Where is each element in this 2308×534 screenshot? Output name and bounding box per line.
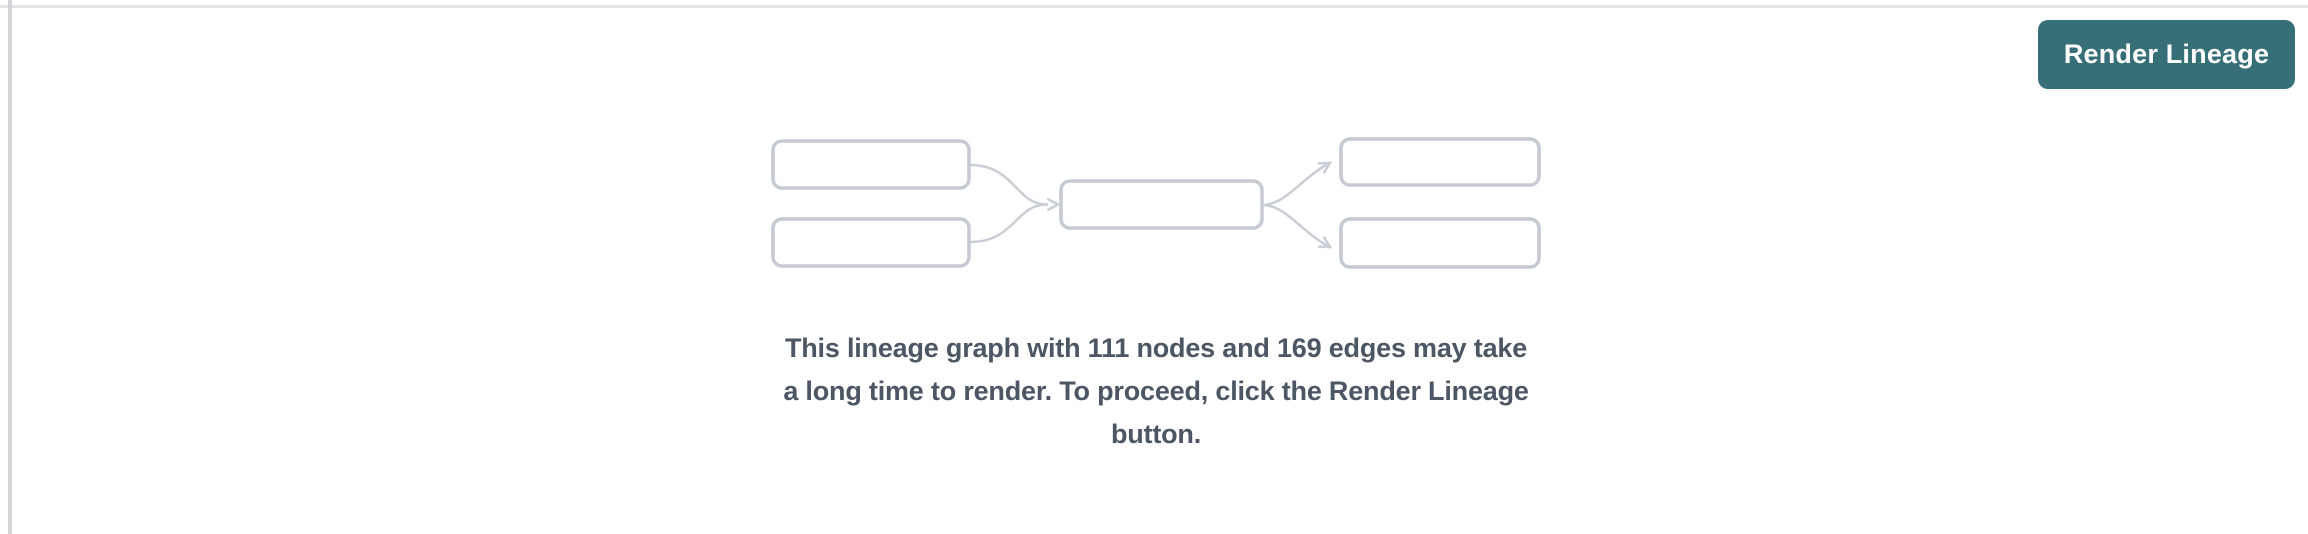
arrowhead-into-bottom-right [1317,236,1333,249]
top-divider [0,5,2308,8]
placeholder-node-top-right [1339,137,1541,187]
placeholder-node-bottom-right [1339,217,1541,269]
edge-center-to-bottom-right [1260,203,1328,247]
placeholder-nodes [771,137,1541,269]
message-line: a long time to render. To proceed, click… [783,376,1529,406]
lineage-graph-icon [771,137,1541,269]
arrowhead-into-top-right [1317,161,1333,174]
message-line: button. [1110,419,1202,449]
edge-top-left-to-center [968,163,1049,206]
arrowhead-into-center [1047,198,1061,211]
render-lineage-button-label: Render Lineage [2063,39,2270,69]
empty-state-message: This lineage graph with 111 nodes and 16… [756,327,1556,456]
render-lineage-button[interactable]: Render Lineage [2038,20,2295,89]
placeholder-edges [968,161,1333,249]
edge-center-to-top-right [1260,163,1328,207]
placeholder-node-center [1059,179,1264,230]
placeholder-node-top-left [771,139,971,190]
placeholder-node-bottom-left [771,217,971,268]
message-line: This lineage graph with 111 nodes and 16… [784,333,1528,363]
left-divider [8,0,12,534]
lineage-placeholder-graphic [770,135,1550,275]
edge-bottom-left-to-center [968,203,1049,244]
